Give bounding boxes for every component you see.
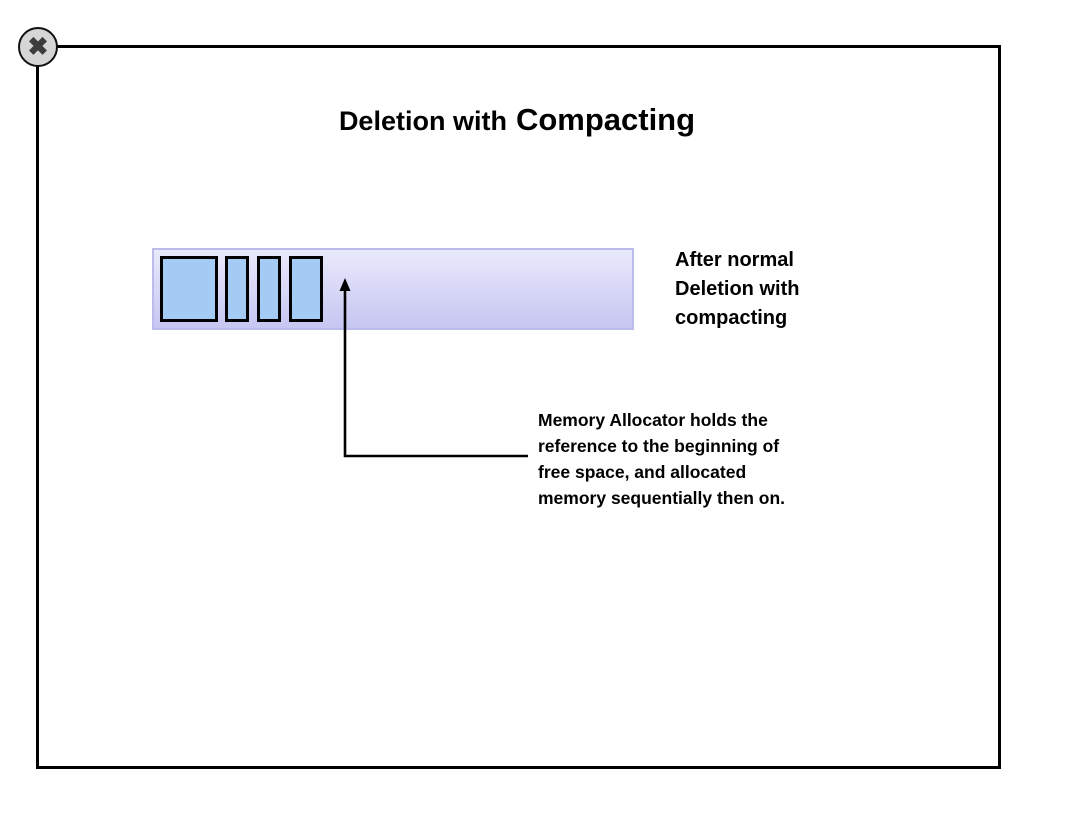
memory-bar [152,248,634,330]
memory-block [289,256,323,322]
slide-panel [36,45,1001,769]
close-icon: ✖ [27,33,49,61]
memory-block [160,256,218,322]
allocator-annotation: Memory Allocator holds the reference to … [538,410,785,508]
close-button[interactable]: ✖ [18,27,58,67]
bar-caption: After normal Deletion with compacting [675,249,800,329]
page-title: Deletion with Compacting [36,102,998,138]
allocator-arrow [339,278,528,458]
title-emphasis-text: Compacting [515,102,696,137]
memory-block [225,256,249,322]
title-regular-text: Deletion with [338,106,507,136]
memory-block [257,256,281,322]
